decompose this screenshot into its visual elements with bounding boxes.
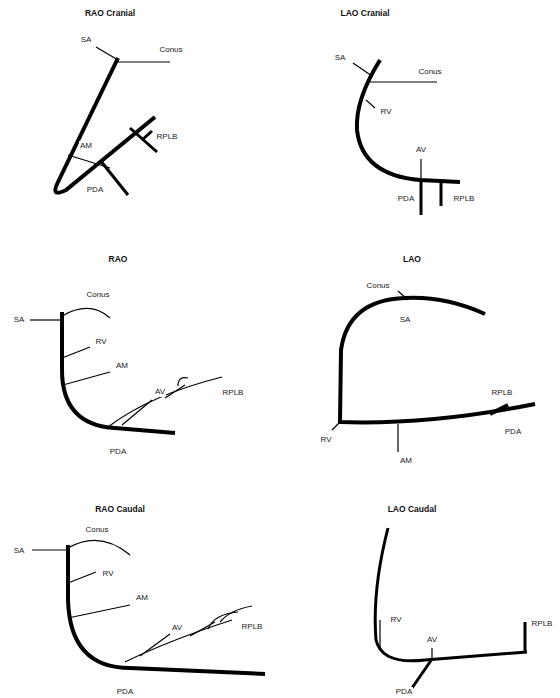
artery-trunk: [375, 528, 527, 661]
branch-label: PDA: [86, 185, 104, 194]
view-title: LAO Caudal: [387, 505, 438, 515]
branch-label: Conus: [158, 45, 183, 54]
branch-label: RPLB: [241, 622, 264, 631]
branch-label: Conus: [365, 281, 390, 290]
artery-trunk: [68, 545, 265, 674]
artery-branch: [412, 659, 432, 688]
branch-label: RV: [390, 615, 403, 624]
branch-label: RV: [95, 337, 108, 346]
branch-label: PDA: [395, 687, 413, 696]
branch-label: RPLB: [222, 388, 245, 397]
branch-label: PDA: [397, 194, 415, 203]
artery-branch: [440, 182, 443, 206]
branch-label: RV: [320, 435, 333, 444]
branch-line: [420, 159, 421, 180]
branch-line: [397, 424, 398, 452]
branch-line: [431, 648, 432, 659]
branch-line: [96, 47, 118, 60]
artery-branch: [142, 131, 152, 140]
branch-line: [379, 620, 380, 648]
branch-line: [63, 372, 110, 385]
branch-line: [62, 308, 110, 318]
branch-label: AV: [415, 145, 427, 154]
branch-label: AM: [399, 456, 413, 465]
branch-label: AV: [426, 635, 438, 644]
branch-line: [68, 605, 130, 618]
branch-line: [178, 378, 188, 386]
artery-trunk: [357, 60, 460, 182]
branch-label: PDA: [109, 447, 127, 456]
branch-line: [108, 377, 222, 427]
branch-label: RV: [102, 569, 115, 578]
branch-label: AM: [115, 361, 129, 370]
branch-line: [220, 606, 252, 622]
branch-label: RPLB: [156, 132, 179, 141]
artery-trunk: [340, 298, 535, 423]
branch-line: [165, 385, 185, 398]
branch-label: Conus: [84, 525, 109, 534]
artery-trunk: [62, 312, 175, 433]
branch-line: [62, 347, 90, 358]
branch-label: SA: [334, 53, 347, 62]
view-title: LAO Cranial: [339, 9, 390, 19]
branch-line: [370, 81, 437, 82]
branch-label: SA: [13, 315, 26, 324]
artery-branch: [130, 128, 157, 152]
artery-branch: [524, 622, 527, 653]
branch-line: [208, 612, 238, 629]
view-title: RAO Caudal: [94, 505, 146, 515]
branch-label: SA: [399, 315, 412, 324]
branch-line: [68, 540, 130, 555]
branch-label: Conus: [417, 67, 442, 76]
branch-line: [332, 422, 340, 430]
artery-trunk: [55, 58, 155, 193]
branch-label: PDA: [116, 687, 134, 696]
branch-line: [398, 291, 408, 300]
branch-line: [30, 319, 62, 320]
branch-line: [353, 63, 372, 76]
branch-label: SA: [80, 35, 93, 44]
branch-label: RPLB: [491, 388, 514, 397]
branch-line: [68, 572, 96, 583]
artery-branch: [490, 405, 508, 414]
artery-branch: [420, 181, 423, 215]
view-title: RAO Cranial: [84, 9, 136, 19]
branch-label: SA: [13, 546, 26, 555]
branch-line: [366, 100, 375, 108]
view-title: RAO: [108, 255, 129, 265]
view-title: LAO: [402, 255, 422, 265]
branch-label: PDA: [504, 427, 522, 436]
branch-label: RPLB: [531, 619, 554, 628]
branch-label: AM: [135, 593, 149, 602]
branch-label: RPLB: [453, 194, 476, 203]
branch-label: AM: [79, 141, 93, 150]
branch-label: Conus: [85, 290, 110, 299]
branch-line: [125, 620, 232, 662]
branch-label: RV: [380, 107, 393, 116]
branch-label: AV: [171, 623, 183, 632]
branch-line: [118, 61, 170, 62]
branch-line: [32, 549, 68, 550]
branch-label: AV: [154, 387, 166, 396]
